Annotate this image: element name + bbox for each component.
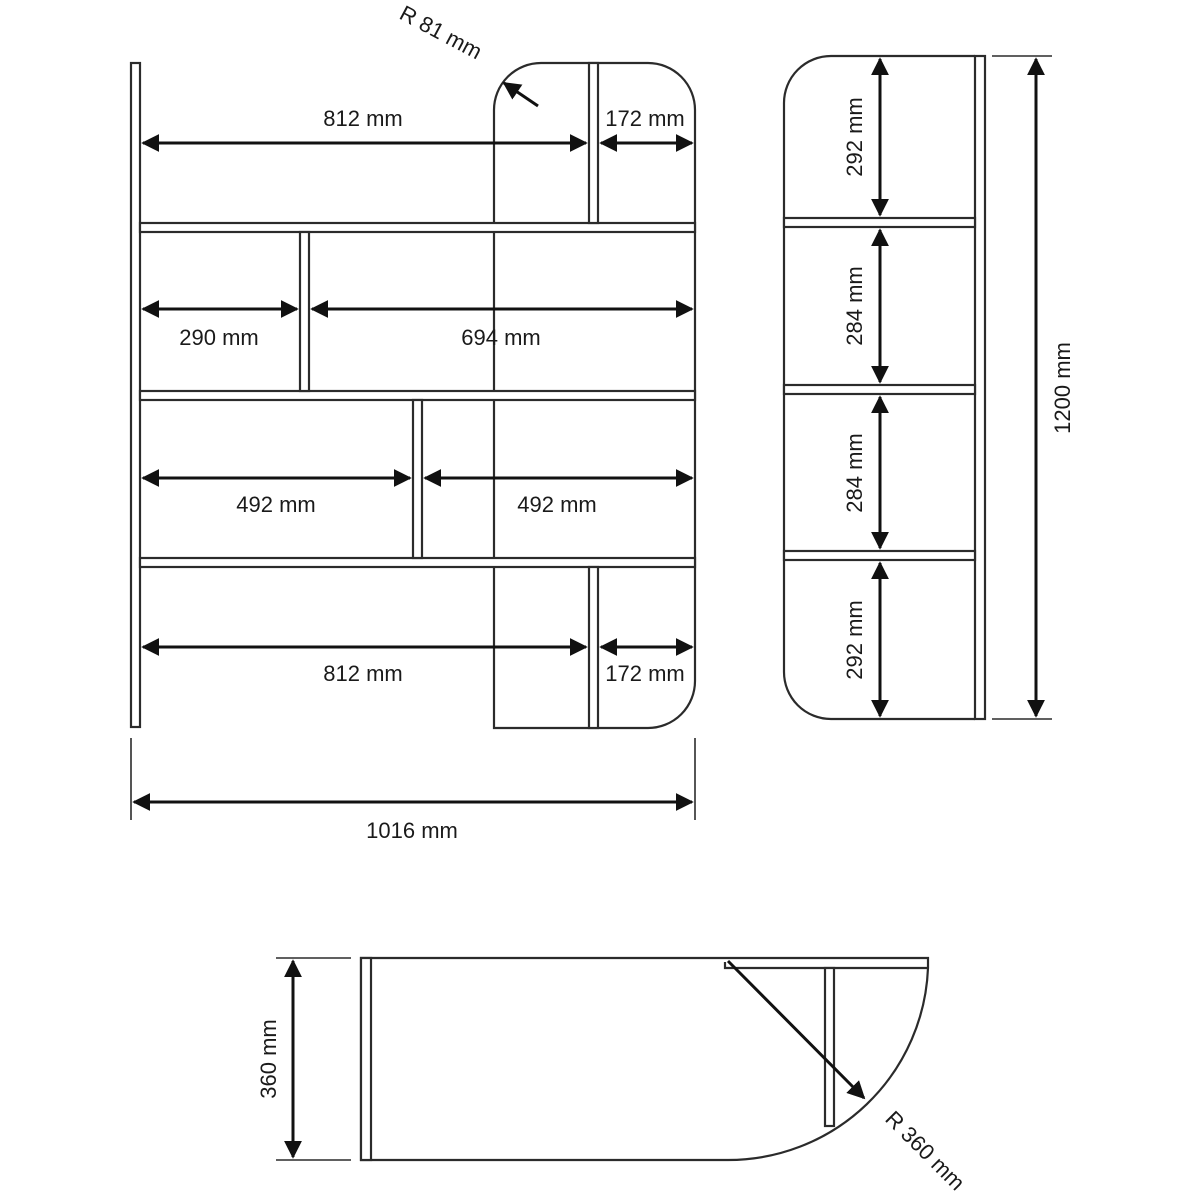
front-shelf-2	[138, 389, 697, 402]
front-divider-row2	[298, 230, 311, 393]
dim-side-4-label: 292 mm	[842, 600, 867, 679]
dim-row3-left-label: 492 mm	[236, 492, 315, 517]
plan-outline	[359, 956, 930, 1162]
side-shelf-1	[782, 216, 977, 229]
front-view: R 81 mm 812 mm 172 mm 290 mm 694 mm 492 …	[129, 0, 697, 843]
dim-row2-right-label: 694 mm	[461, 325, 540, 350]
dim-row3-right-label: 492 mm	[517, 492, 596, 517]
front-divider-top	[587, 61, 600, 225]
dim-overall-height-label: 1200 mm	[1050, 342, 1075, 434]
front-divider-bottom	[587, 565, 600, 730]
front-divider-row3	[411, 398, 424, 560]
front-shelf-1	[138, 221, 697, 234]
dim-top-left-label: 812 mm	[323, 106, 402, 131]
dim-row2-left-label: 290 mm	[179, 325, 258, 350]
plan-back-panel	[359, 956, 373, 1162]
plan-radius-label: R 360 mm	[880, 1106, 969, 1195]
front-radius-label: R 81 mm	[396, 0, 487, 64]
dim-overall-width-label: 1016 mm	[366, 818, 458, 843]
front-left-post	[129, 61, 142, 729]
dim-side-1-label: 292 mm	[842, 97, 867, 176]
dim-side-3-label: 284 mm	[842, 433, 867, 512]
plan-divider	[823, 966, 836, 1128]
front-shelf-3	[138, 556, 697, 569]
side-view: 292 mm 284 mm 284 mm 292 mm 1200 mm	[782, 54, 1075, 721]
dim-bottom-right-label: 172 mm	[605, 661, 684, 686]
dim-top-right-label: 172 mm	[605, 106, 684, 131]
side-shelf-3	[782, 549, 977, 562]
plan-radius-arrow	[726, 959, 866, 1100]
dim-depth-label: 360 mm	[256, 1019, 281, 1098]
plan-shelf-edge	[723, 962, 928, 970]
top-view: R 360 mm 360 mm	[256, 956, 970, 1195]
front-radius-arrow	[502, 81, 539, 108]
dim-bottom-left-label: 812 mm	[323, 661, 402, 686]
dim-side-2-label: 284 mm	[842, 266, 867, 345]
side-shelf-2	[782, 383, 977, 396]
side-back-post	[973, 54, 987, 721]
